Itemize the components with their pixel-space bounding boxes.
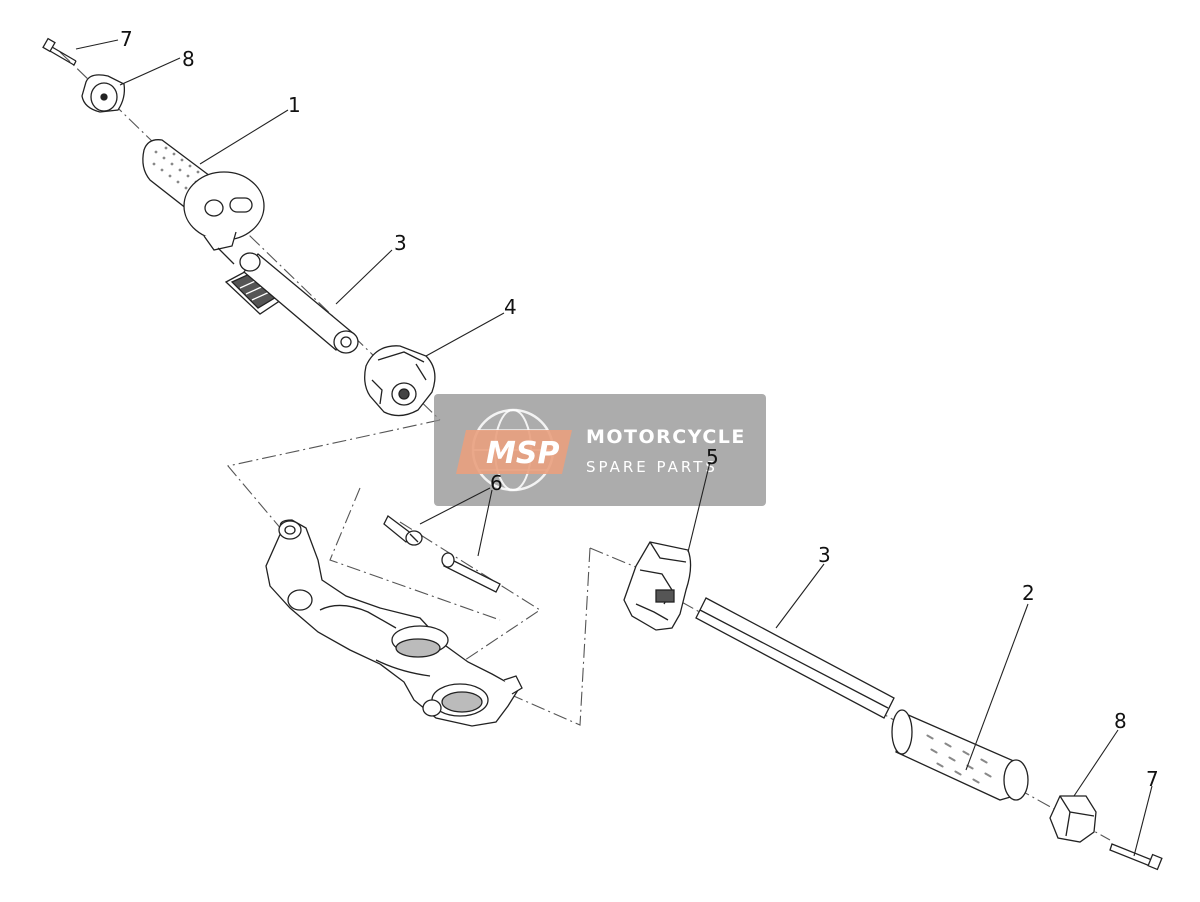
callout-3-lower: 3 [818,543,831,567]
part-4-switch-left [364,345,436,417]
leader-lines [75,39,1153,857]
part-3-tube-upper [239,252,359,354]
part-7-bolt-left [42,37,77,66]
callout-1: 1 [288,93,301,117]
callout-8-top: 8 [182,47,195,71]
callout-numbers: 7 8 1 3 4 5 6 3 2 8 7 [120,27,1159,791]
watermark-line1: MOTORCYCLE [586,426,746,448]
part-5-switch-right [623,541,692,631]
part-1-throttle-grip [142,139,265,265]
callout-3-upper: 3 [394,231,407,255]
part-2-grip [891,709,1029,801]
part-6-screws [383,515,501,593]
callout-2: 2 [1022,581,1035,605]
watermark: MSP MOTORCYCLE SPARE PARTS [434,394,766,506]
handlebar-clamp [265,519,523,727]
part-8-bar-end-left [81,74,126,113]
callout-4: 4 [504,295,517,319]
part-8-bar-end-right [1049,795,1097,843]
part-3-tube-lower [695,597,895,719]
callout-8-bottom: 8 [1114,709,1127,733]
callout-7-top: 7 [120,27,133,51]
callout-7-bottom: 7 [1146,767,1159,791]
callout-6: 6 [490,471,503,495]
watermark-logo: MSP [486,436,559,471]
callout-5: 5 [706,445,719,469]
watermark-line2: SPARE PARTS [586,458,718,476]
part-7-bolt-right [1109,843,1163,871]
